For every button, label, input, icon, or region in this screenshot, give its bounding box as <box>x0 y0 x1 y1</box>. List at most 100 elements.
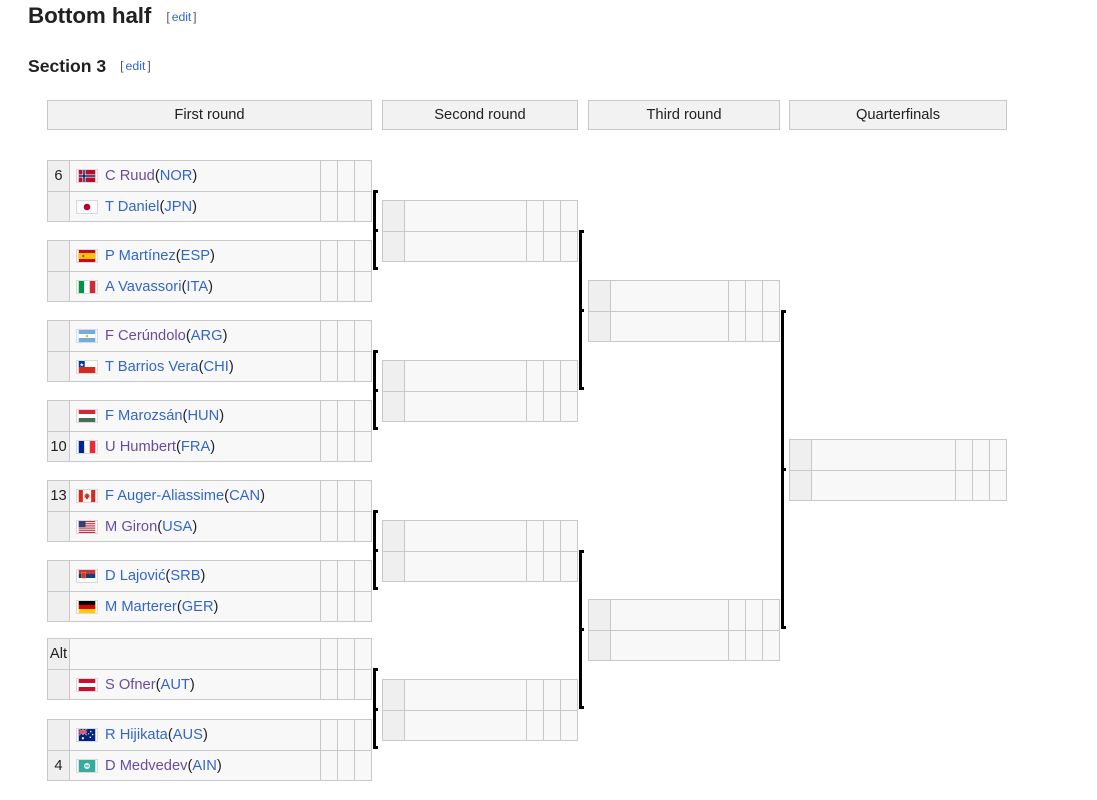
player-country-link[interactable]: CHI <box>203 358 229 375</box>
player-name-link[interactable]: M Marterer <box>105 598 177 615</box>
seed-cell <box>589 281 611 311</box>
player-country-link[interactable]: FRA <box>180 438 211 455</box>
page-title: Bottom half <box>28 3 152 28</box>
bracket-open: [ <box>166 10 170 24</box>
player-country-link[interactable]: USA <box>162 518 193 535</box>
score-cell-3 <box>762 600 779 630</box>
score-cell-3 <box>354 321 371 351</box>
player-country-link[interactable]: ESP <box>180 248 211 264</box>
connector-stub-r2-3 <box>373 549 378 552</box>
edit-link[interactable]: edit <box>125 59 146 73</box>
seed-cell: 13 <box>48 481 70 511</box>
score-cell-2 <box>745 281 762 311</box>
round-header-first-round: First round <box>47 100 372 130</box>
player-country-link[interactable]: CAN <box>229 488 261 504</box>
section-title: Section 3 <box>28 56 107 76</box>
score-cell-1 <box>320 321 337 351</box>
seed-cell <box>383 680 405 710</box>
player-cell <box>611 312 728 341</box>
score-cell-1 <box>526 201 543 231</box>
player-country-link[interactable]: AUS <box>172 727 203 743</box>
score-cell-1 <box>728 631 745 660</box>
player-country-link[interactable]: SRB <box>170 568 201 584</box>
match-r3-m1 <box>588 280 780 342</box>
player-country-link[interactable]: GER <box>181 598 214 615</box>
seed-cell <box>48 592 70 621</box>
player-country-link[interactable]: ARG <box>190 328 223 344</box>
player-cell <box>611 631 728 660</box>
player-name-link[interactable]: D Lajović <box>105 568 166 584</box>
japan-flag <box>76 199 98 214</box>
player-name-link[interactable]: S Ofner <box>105 676 156 693</box>
player-name-link[interactable]: F Marozsán <box>105 408 183 424</box>
player-name-link[interactable]: A Vavassori <box>105 278 182 295</box>
player-name-link[interactable]: U Humbert <box>105 438 177 455</box>
score-cell-1 <box>320 481 337 511</box>
seed-cell: 10 <box>48 432 70 461</box>
score-cell-3 <box>354 241 371 271</box>
score-cell-2 <box>337 592 354 621</box>
match-row: F Cerúndolo (ARG) <box>48 321 371 351</box>
score-cell-3 <box>560 552 577 581</box>
score-cell-1 <box>955 440 972 470</box>
seed-cell <box>383 711 405 740</box>
player-name-link[interactable]: F Auger-Aliassime <box>105 488 225 504</box>
player-name-link[interactable]: F Cerúndolo <box>105 328 186 344</box>
match-row: P Martínez (ESP) <box>48 241 371 271</box>
player-country-link[interactable]: HUN <box>187 408 220 424</box>
score-cell-1 <box>320 352 337 381</box>
score-cell-2 <box>337 272 354 301</box>
match-row <box>383 201 577 231</box>
seed-cell <box>48 670 70 699</box>
score-cell-2 <box>745 600 762 630</box>
player-cell <box>405 680 526 710</box>
score-cell-2 <box>337 512 354 541</box>
player-name-link[interactable]: D Medvedev <box>105 757 188 774</box>
serbia-flag <box>76 569 98 583</box>
match-r1-m3: F Cerúndolo (ARG)T Barrios Vera (CHI) <box>47 320 372 382</box>
bracket-close: ] <box>193 10 197 24</box>
player-cell: F Marozsán (HUN) <box>70 401 320 431</box>
player-name-link[interactable]: M Giron <box>105 518 158 535</box>
round-header-third-round: Third round <box>588 100 780 130</box>
seed-cell <box>48 321 70 351</box>
score-cell-3 <box>762 631 779 660</box>
score-cell-2 <box>337 161 354 191</box>
norway-flag <box>76 169 98 183</box>
score-cell-2 <box>543 201 560 231</box>
seed-cell <box>48 401 70 431</box>
edit-link[interactable]: edit <box>171 10 192 24</box>
score-cell-3 <box>354 272 371 301</box>
player-country-link[interactable]: JPN <box>164 198 193 215</box>
player-country-link[interactable]: AIN <box>192 757 217 774</box>
player-cell <box>405 392 526 421</box>
player-name-link[interactable]: C Ruud <box>105 168 155 184</box>
player-country-link[interactable]: NOR <box>159 168 193 184</box>
player-cell <box>405 232 526 261</box>
score-cell-3 <box>989 471 1006 500</box>
match-r1-m2: P Martínez (ESP)A Vavassori (ITA) <box>47 240 372 302</box>
player-cell <box>611 600 728 630</box>
match-r1-m6: D Lajović (SRB)M Marterer (GER) <box>47 560 372 622</box>
score-cell-1 <box>526 680 543 710</box>
round-header-label: Second round <box>434 107 526 123</box>
score-cell-3 <box>354 512 371 541</box>
player-cell <box>405 711 526 740</box>
bracket-close: ] <box>147 59 151 73</box>
match-row <box>790 470 1006 500</box>
player-name-link[interactable]: T Daniel <box>105 198 160 215</box>
player-country-link[interactable]: ITA <box>186 278 209 295</box>
connector-stub-r3-1 <box>579 309 584 312</box>
score-cell-1 <box>320 161 337 191</box>
player-cell: D Lajović (SRB) <box>70 561 320 591</box>
player-country-link[interactable]: AUT <box>160 676 190 693</box>
player-cell <box>405 361 526 391</box>
match-row <box>383 231 577 261</box>
player-name-link[interactable]: R Hijikata <box>105 727 168 743</box>
player-cell <box>70 639 320 669</box>
player-name-link[interactable]: T Barrios Vera <box>105 358 199 375</box>
player-name-link[interactable]: P Martínez <box>105 248 176 264</box>
australia-flag <box>76 728 98 742</box>
player-cell: A Vavassori (ITA) <box>70 272 320 301</box>
